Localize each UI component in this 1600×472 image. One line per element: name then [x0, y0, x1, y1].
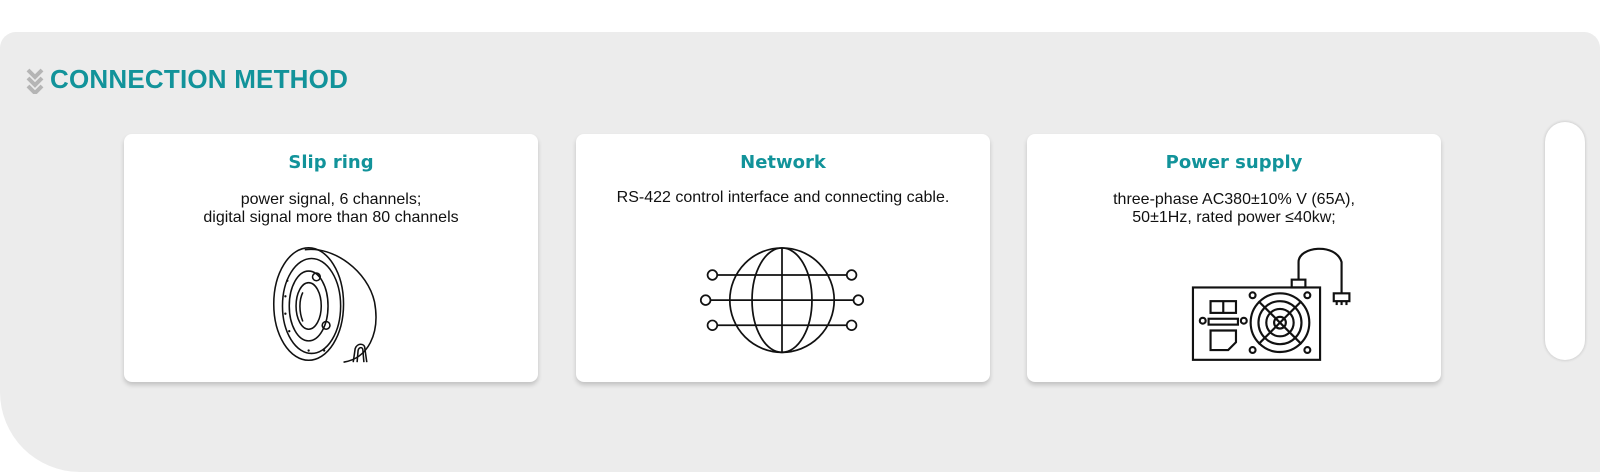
section-title: CONNECTION METHOD [50, 64, 349, 94]
card-slip-ring: Slip ring power signal, 6 channels; digi… [124, 134, 538, 382]
card-title: Network [740, 152, 826, 173]
card-description-line: three-phase AC380±10% V (65A), [1113, 191, 1355, 208]
card-description: power signal, 6 channels; digital signal… [124, 191, 538, 227]
card-description-line: power signal, 6 channels; [240, 191, 422, 208]
card-title: Slip ring [288, 152, 374, 173]
power-supply-icon [1191, 247, 1351, 361]
card-description: three-phase AC380±10% V (65A), 50±1Hz, r… [1027, 191, 1441, 227]
card-description: RS-422 control interface and connecting … [576, 189, 990, 207]
card-description-line: digital signal more than 80 channels [203, 209, 459, 226]
card-description-line: 50±1Hz, rated power ≤40kw; [1132, 209, 1336, 226]
card-network: Network RS-422 control interface and con… [576, 134, 990, 382]
card-title: Power supply [1165, 152, 1303, 173]
card-power-supply: Power supply three-phase AC380±10% V (65… [1027, 134, 1441, 382]
slip-ring-icon [272, 247, 377, 363]
network-globe-icon [699, 247, 865, 354]
scroll-handle[interactable] [1545, 122, 1585, 360]
card-description-line: RS-422 control interface and connecting … [616, 189, 950, 206]
section-heading: CONNECTION METHOD [26, 64, 348, 95]
double-chevron-down-icon [26, 68, 44, 94]
